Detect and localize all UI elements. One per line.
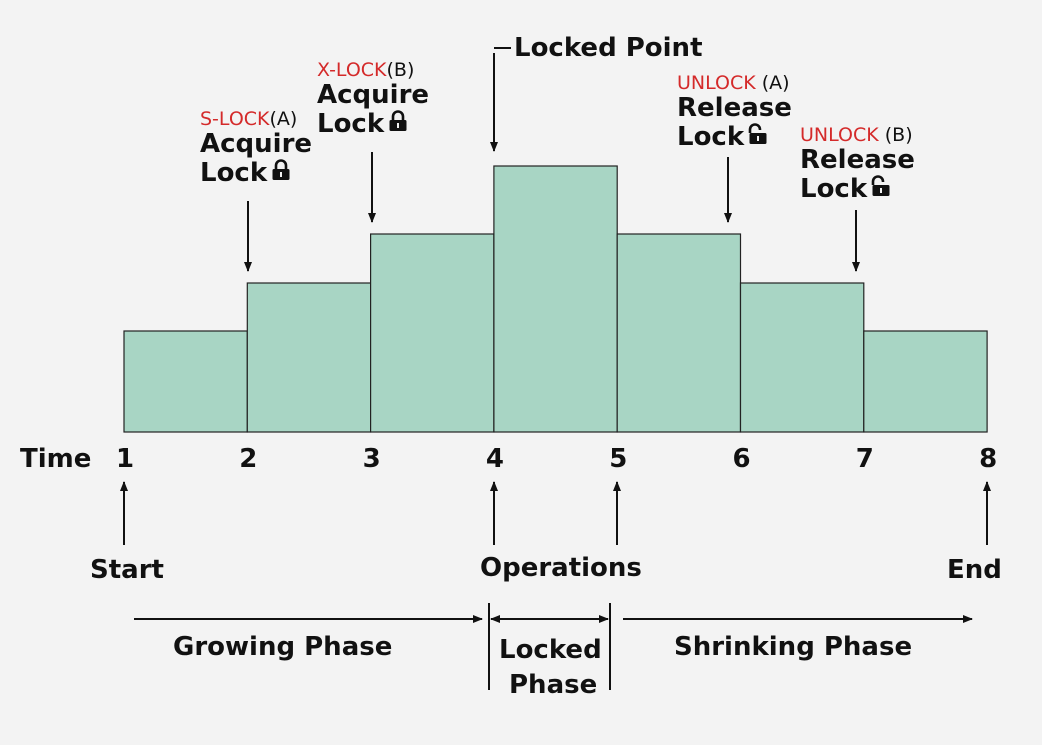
unlock-a-line2: Lock [677, 122, 745, 152]
growing-phase-label: Growing Phase [173, 632, 393, 662]
xlock-b-annotation: X-LOCK(B) Acquire Lock [317, 59, 429, 139]
slock-arg: (A) [269, 108, 298, 130]
lock-bar-1 [123, 330, 248, 433]
unlock-a-op: UNLOCK [677, 72, 756, 94]
xlock-line1: Acquire [317, 80, 430, 110]
time-tick-3: 3 [362, 444, 381, 474]
slock-a-annotation: S-LOCK(A) Acquire Lock [200, 108, 312, 188]
start-label: Start [90, 555, 164, 585]
lock-closed-icon [271, 159, 291, 188]
unlock-b-line2: Lock [800, 174, 868, 204]
time-tick-6: 6 [732, 444, 751, 474]
unlock-a-annotation: UNLOCK (A) Release Lock [677, 72, 792, 152]
locked-phase-label-line2: Phase [509, 670, 598, 700]
xlock-line2: Lock [317, 109, 385, 139]
time-tick-7: 7 [855, 444, 874, 474]
lock-bar-4 [493, 165, 618, 433]
xlock-arg: (B) [386, 59, 415, 81]
lock-closed-icon [388, 110, 408, 139]
unlock-b-arg: (B) [878, 124, 913, 146]
lock-open-icon [871, 175, 891, 204]
time-tick-1: 1 [116, 444, 135, 474]
unlock-a-arg: (A) [755, 72, 790, 94]
lock-bar-3 [370, 233, 495, 433]
slock-line2: Lock [200, 158, 268, 188]
xlock-op: X-LOCK [317, 59, 387, 81]
lock-count-bars [123, 165, 988, 433]
slock-op: S-LOCK [200, 108, 270, 130]
unlock-b-annotation: UNLOCK (B) Release Lock [800, 124, 915, 204]
time-tick-4: 4 [485, 444, 504, 474]
lock-bar-6 [739, 282, 865, 433]
time-tick-5: 5 [609, 444, 628, 474]
unlock-b-op: UNLOCK [800, 124, 879, 146]
end-label: End [947, 555, 1002, 585]
lock-bar-2 [246, 282, 372, 433]
lock-bar-5 [616, 233, 742, 433]
locked-phase-label-line1: Locked [499, 635, 602, 665]
slock-line1: Acquire [200, 129, 313, 159]
time-tick-8: 8 [979, 444, 998, 474]
shrinking-phase-label: Shrinking Phase [674, 632, 913, 662]
unlock-b-line1: Release [800, 145, 915, 175]
lock-bar-7 [863, 330, 988, 433]
time-tick-2: 2 [239, 444, 258, 474]
operations-label: Operations [480, 553, 642, 583]
time-axis-label: Time [20, 444, 92, 474]
lock-open-icon [748, 123, 768, 152]
locked-point-label: Locked Point [514, 33, 703, 63]
unlock-a-line1: Release [677, 93, 792, 123]
